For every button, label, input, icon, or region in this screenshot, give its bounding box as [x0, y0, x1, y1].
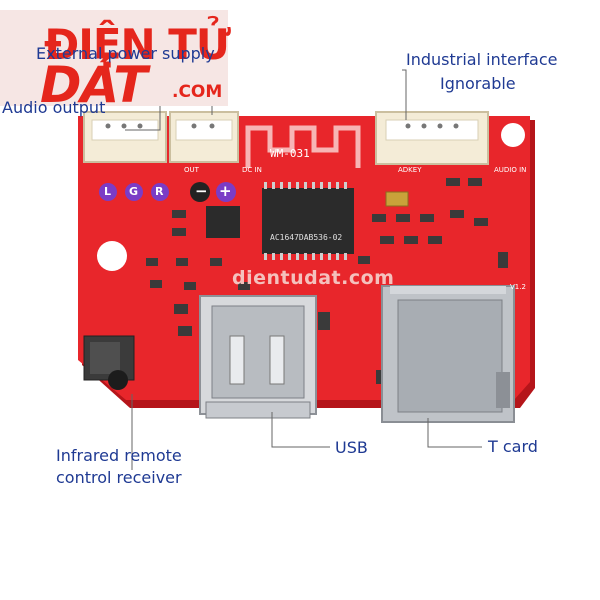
mounting-hole: [501, 123, 525, 147]
audio-in-label: AUDIO IN: [494, 166, 527, 174]
usb-label: USB: [335, 438, 368, 457]
logo-main-text: DÁT: [40, 56, 148, 114]
module-label: WM-031: [270, 147, 310, 160]
minus-pad: [190, 182, 210, 202]
tf-card-label: T card: [488, 437, 538, 456]
voltage-regulator: [206, 206, 240, 238]
power-supply-label: External power supply: [36, 44, 215, 63]
crystal: [385, 191, 409, 207]
main-chip: [262, 182, 354, 260]
industrial-interface-connector: [375, 111, 489, 165]
infrared-label-line1: Infrared remote: [56, 446, 182, 465]
minus-pad-label: −: [195, 182, 208, 200]
r-pad-label: R: [155, 185, 164, 198]
tf-card-slot: [381, 285, 515, 423]
adkey-label: ADKEY: [398, 166, 422, 174]
infrared-receiver: [83, 335, 135, 390]
audio-output-label: Audio output: [2, 98, 106, 117]
l-pad: [99, 183, 117, 201]
antenna-trace: [245, 125, 361, 168]
industrial-interface-label: Industrial interface: [406, 50, 558, 69]
version-label: V1.2: [510, 283, 526, 291]
mounting-hole: [97, 241, 127, 271]
callout-lines: [125, 68, 482, 470]
plus-pad: [216, 182, 236, 202]
g-pad: [125, 183, 143, 201]
logo-suffix: .COM: [172, 82, 223, 102]
out-label: OUT: [184, 166, 199, 174]
l-pad-label: L: [104, 185, 112, 198]
watermark: dientudat.com: [232, 267, 395, 289]
usb-port: [199, 295, 317, 419]
power-supply-connector: [169, 111, 239, 163]
chip-label: AC1647DAB536-02: [270, 233, 343, 242]
audio-output-connector: [83, 111, 167, 163]
g-pad-label: G: [129, 185, 139, 198]
dc-in-label: DC IN: [242, 166, 262, 174]
plus-pad-label: +: [219, 182, 232, 200]
ignorable-label: Ignorable: [440, 74, 516, 93]
logo-background: [0, 10, 228, 106]
logo-top-text: ĐIỆN TỬ: [44, 20, 231, 69]
r-pad: [151, 183, 169, 201]
infrared-label-line2: control receiver: [56, 468, 182, 487]
